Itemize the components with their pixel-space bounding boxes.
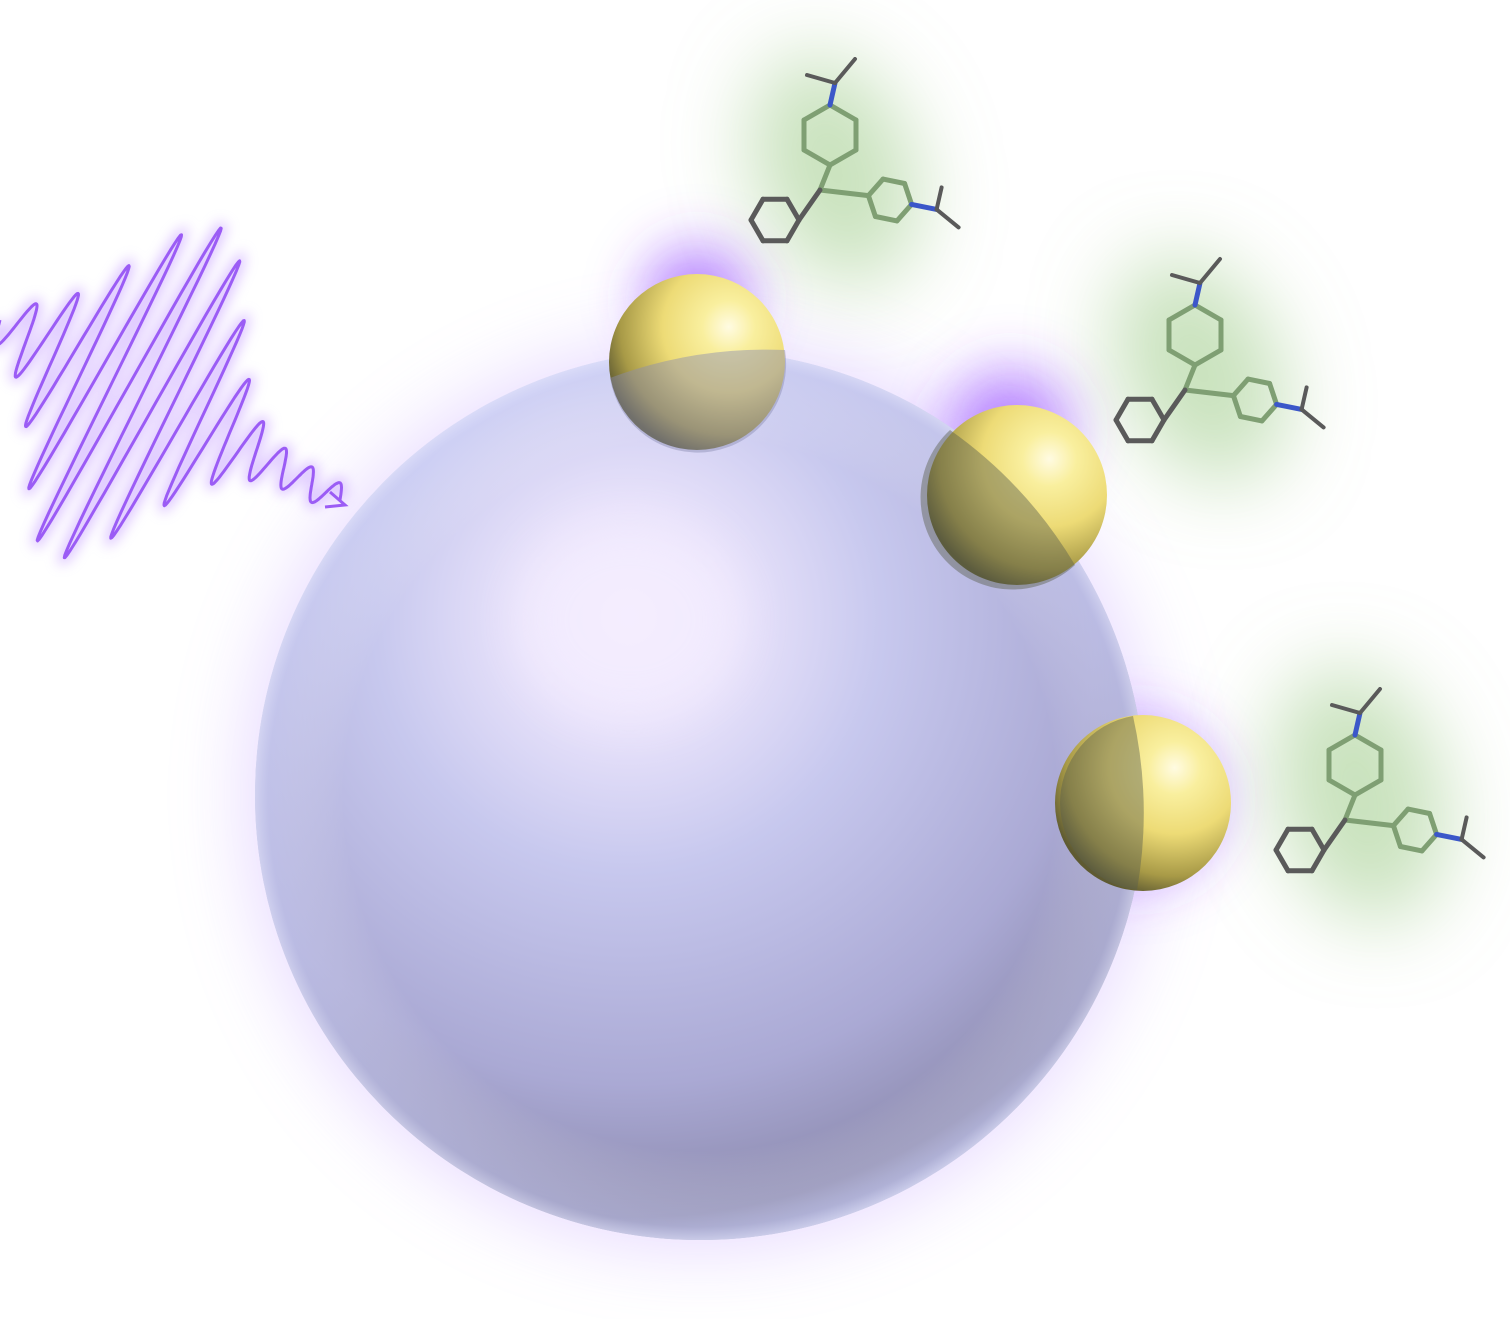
- molecule-bond: [865, 193, 878, 219]
- molecule-bond: [894, 201, 915, 224]
- molecule-bond: [1390, 806, 1411, 829]
- molecule-bond: [1397, 844, 1425, 854]
- small-gold-sphere-icon: [609, 274, 787, 453]
- molecule-bond: [805, 73, 837, 85]
- molecule-bond: [1259, 401, 1280, 424]
- molecule-bond: [1459, 837, 1486, 860]
- molecule-bond: [1459, 815, 1469, 842]
- molecule-bond: [1405, 806, 1433, 816]
- molecule-bond: [1267, 381, 1280, 407]
- molecule-bond: [934, 207, 961, 230]
- molecule-bond: [1326, 777, 1358, 798]
- molecule-bond: [784, 196, 802, 223]
- molecule-bond: [1245, 376, 1273, 386]
- molecule-bond: [1113, 396, 1131, 423]
- molecule-bond: [1149, 396, 1167, 423]
- molecule-bond: [748, 196, 766, 223]
- molecule-stick-model-icon: [1273, 687, 1486, 874]
- wavy-arrow-icon: [0, 220, 349, 565]
- molecule-bond: [1330, 703, 1362, 715]
- molecule-bond: [1390, 823, 1403, 849]
- molecule-bond: [827, 102, 859, 123]
- molecule-bond: [1192, 302, 1224, 323]
- molecule-bond: [1299, 385, 1309, 412]
- molecule-bond: [1273, 847, 1291, 874]
- molecule-bond: [1170, 273, 1202, 285]
- molecule-bond: [1274, 401, 1305, 412]
- molecule-bond: [872, 214, 900, 224]
- molecule-bond: [1182, 387, 1236, 399]
- molecule-bond: [784, 217, 802, 244]
- molecule-stick-model-icon: [748, 57, 961, 244]
- molecule-bond: [1358, 687, 1382, 715]
- molecule-bond: [1198, 257, 1222, 285]
- molecule-bond: [909, 201, 940, 212]
- molecule-bond: [1352, 710, 1363, 738]
- molecule-bond: [1166, 302, 1198, 323]
- large-sphere-icon: [255, 350, 1145, 1240]
- molecule-bond: [1299, 407, 1326, 430]
- molecule-bond: [1419, 831, 1440, 854]
- molecule-bond: [817, 162, 833, 193]
- molecule-bond: [1342, 817, 1396, 829]
- molecule-bond: [880, 176, 908, 186]
- molecule-stick-model-icon: [1113, 257, 1326, 444]
- molecule-bond: [1182, 362, 1198, 393]
- molecule-bond: [1192, 347, 1224, 368]
- molecule-bond: [827, 80, 838, 108]
- molecule-bond: [796, 187, 823, 223]
- molecule-bond: [1161, 387, 1188, 423]
- molecule-bond: [801, 147, 833, 168]
- molecule-bond: [827, 147, 859, 168]
- molecule-bond: [865, 176, 886, 199]
- molecule-bond: [1230, 376, 1251, 399]
- small-gold-sphere-icon: [1055, 715, 1231, 891]
- molecule-bond: [748, 217, 766, 244]
- molecule-bond: [1309, 826, 1327, 853]
- molecule-bond: [1237, 414, 1265, 424]
- molecule-bond: [1113, 417, 1131, 444]
- small-gold-sphere-icon: [920, 405, 1107, 590]
- molecule-bond: [1149, 417, 1167, 444]
- molecule-bond: [1434, 831, 1465, 842]
- molecule-bond: [833, 57, 857, 85]
- molecule-bond: [1427, 811, 1440, 837]
- satellite-spheres: [609, 274, 1231, 891]
- molecules: [748, 57, 1486, 874]
- molecule-bond: [1352, 777, 1384, 798]
- molecule-bond: [801, 102, 833, 123]
- molecule-bond: [817, 187, 871, 199]
- molecule-bond: [902, 181, 915, 207]
- molecule-bond: [934, 185, 944, 212]
- molecule-bond: [1352, 732, 1384, 753]
- molecule-bond: [1230, 393, 1243, 419]
- molecule-bond: [1192, 280, 1203, 308]
- molecule-bond: [1166, 347, 1198, 368]
- molecule-bond: [1321, 817, 1348, 853]
- molecule-bond: [1309, 847, 1327, 874]
- molecule-bond: [1273, 826, 1291, 853]
- molecule-bond: [1342, 792, 1358, 823]
- molecule-bond: [1326, 732, 1358, 753]
